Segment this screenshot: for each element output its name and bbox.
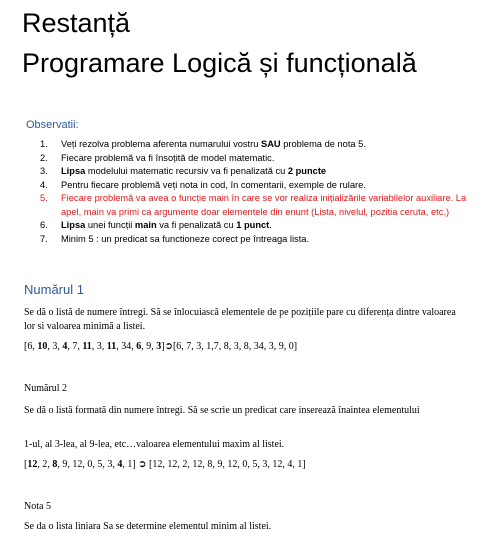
- title-line-1: Restanță: [22, 8, 131, 38]
- example-segment: [: [24, 459, 28, 470]
- rule-text-segment: Lipsa: [61, 220, 86, 230]
- rule-item-6: 6. Lipsa unei funcții main va fi penaliza…: [28, 219, 468, 233]
- example-segment: 10: [37, 341, 48, 352]
- nota-5-text: Se da o lista liniara Sa se determine el…: [24, 521, 272, 532]
- example-segment: 6: [136, 341, 142, 352]
- example-segment: , 3,: [47, 341, 63, 352]
- rule-text: Veți rezolva problema aferenta numarului…: [61, 138, 468, 152]
- rule-text-segment: Minim 5 : un predicat sa functioneze cor…: [61, 233, 310, 244]
- rule-text-segment: 2 puncte: [287, 166, 327, 176]
- rule-text-segment: Fiecare problemă va avea o funcție main …: [61, 193, 467, 217]
- example-segment: , 1] ➲ [12, 12, 2, 12, 8, 9, 12, 0, 5, 3…: [122, 459, 306, 470]
- rules-list: 1. Veți rezolva problema aferenta numarul…: [28, 138, 468, 246]
- example-segment: 8: [52, 459, 58, 470]
- rule-number: 1.: [40, 139, 48, 149]
- rule-text-segment: .: [269, 220, 272, 230]
- numarul-1-text: Se dă o listă de numere întregi. Să se î…: [24, 307, 456, 332]
- rule-text-segment: main: [134, 220, 157, 230]
- numarul-2-heading: Numărul 2: [24, 383, 68, 394]
- example-segment: 12: [27, 459, 38, 470]
- title-line-2: Programare Logică și funcțională: [22, 48, 417, 78]
- nota-5-heading: Nota 5: [24, 501, 51, 512]
- rule-number: 6.: [40, 220, 48, 230]
- rule-text-segment: va fi penalizată cu: [156, 220, 237, 230]
- rule-text-segment: Lipsa: [61, 166, 86, 176]
- rule-text-segment: Fiecare problemă va fi însoțită de model…: [61, 152, 275, 163]
- example-segment: 4: [117, 459, 123, 470]
- example-segment: ]➲[6, 7, 3, 1,7, 8, 3, 8, 34, 3, 9, 0]: [161, 341, 298, 352]
- numarul-1-heading: Numărul 1: [24, 282, 84, 297]
- rule-item-3: 3. Lipsa modelului matematic recursiv va …: [28, 165, 468, 179]
- rule-text: Lipsa unei funcții main va fi penalizată…: [61, 219, 468, 233]
- example-segment: , 9,: [141, 341, 157, 352]
- rule-text-segment: 1 punct: [236, 220, 270, 230]
- numarul-2-text-2: 1-ul, al 3-lea, al 9-lea, etc…valoarea e…: [24, 439, 285, 450]
- observatii-heading: Observatii:: [26, 119, 79, 131]
- example-segment: 11: [82, 341, 92, 352]
- rule-number: 3.: [40, 166, 48, 176]
- rule-text-segment: unei funcții: [85, 220, 135, 230]
- example-segment: 3: [156, 341, 162, 352]
- rule-text: Lipsa modelului matematic recursiv va fi…: [61, 165, 468, 179]
- example-segment: [6,: [24, 341, 38, 352]
- rule-number: 4.: [40, 179, 48, 190]
- example-segment: , 2,: [37, 459, 53, 470]
- rule-number: 2.: [40, 152, 48, 163]
- numarul-2-example: [12, 2, 8, 9, 12, 0, 5, 3, 4, 1] ➲ [12, …: [24, 458, 464, 472]
- rule-text: Minim 5 : un predicat sa functioneze cor…: [61, 233, 468, 247]
- rule-item-2: 2. Fiecare problemă va fi însoțită de mod…: [28, 152, 468, 166]
- rule-text: Pentru fiecare problemă veți nota in cod…: [61, 179, 468, 193]
- rule-text: Fiecare problemă va fi însoțită de model…: [61, 152, 468, 166]
- example-segment: 11: [106, 341, 117, 352]
- rule-item-4: 4. Pentru fiecare problemă veți nota in c…: [28, 179, 468, 193]
- example-segment: , 3,: [91, 341, 107, 352]
- numarul-1-example: [6, 10, 3, 4, 7, 11, 3, 11, 34, 6, 9, 3]…: [24, 340, 464, 354]
- rule-item-5: 5. Fiecare problemă va avea o funcție mai…: [28, 192, 468, 219]
- rule-number: 7.: [40, 233, 48, 244]
- example-segment: 4: [62, 341, 68, 352]
- example-segment: , 9, 12, 0, 5, 3,: [57, 459, 118, 470]
- rule-item-1: 1. Veți rezolva problema aferenta numarul…: [28, 138, 468, 152]
- example-segment: , 7,: [67, 341, 83, 352]
- rule-text-segment: SAU: [261, 139, 281, 149]
- rule-text-segment: problema de nota 5.: [280, 139, 366, 149]
- rule-text-segment: Veți rezolva problema aferenta numarului…: [61, 139, 261, 149]
- rule-text: Fiecare problemă va avea o funcție main …: [61, 192, 468, 219]
- rule-text-segment: Pentru fiecare problemă veți nota in cod…: [61, 179, 366, 190]
- numarul-2-text-1: Se dă o listă formată din numere întregi…: [24, 405, 420, 416]
- rule-number: 5.: [40, 193, 48, 203]
- rule-item-7: 7. Minim 5 : un predicat sa functioneze c…: [28, 233, 468, 247]
- example-segment: , 34,: [116, 341, 137, 352]
- rule-text-segment: modelului matematic recursiv va fi penal…: [85, 166, 288, 176]
